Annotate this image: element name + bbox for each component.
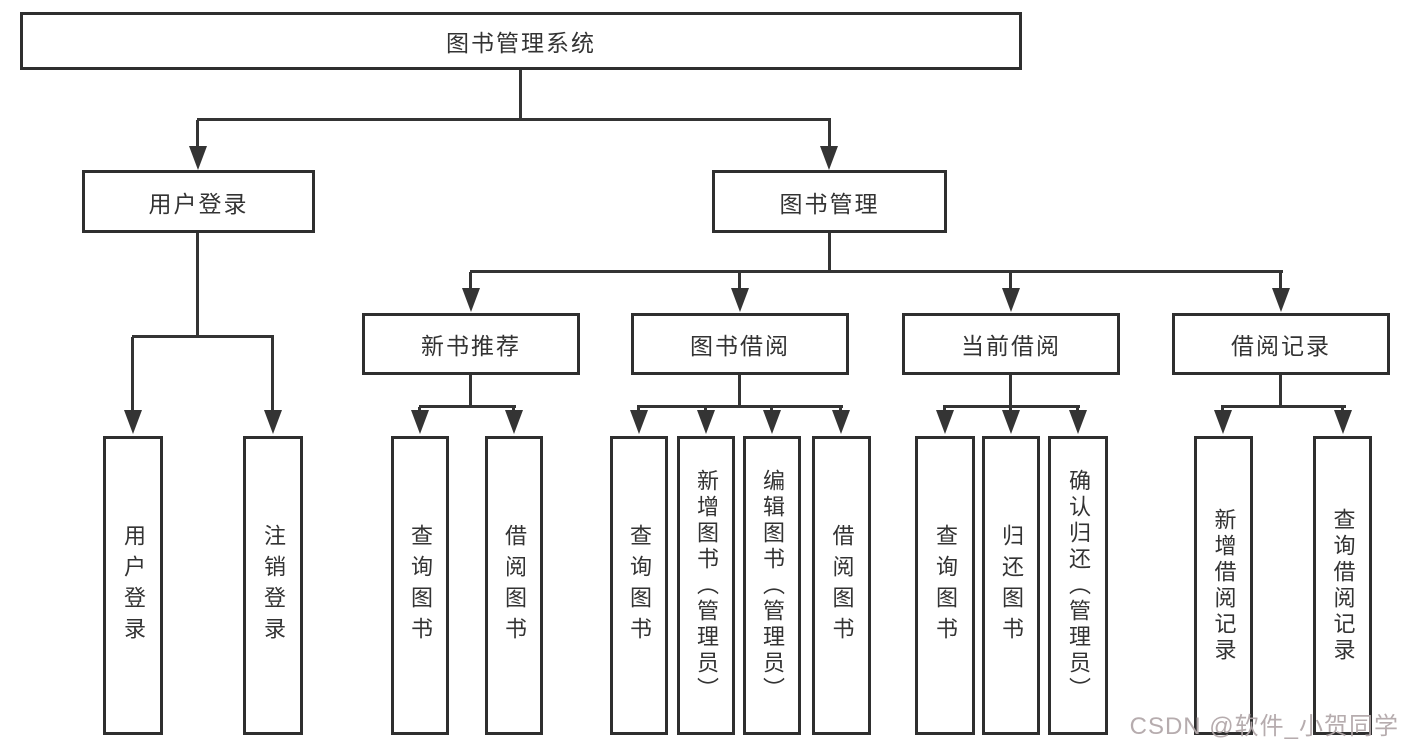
node-label: 图书借阅 [690,333,790,359]
leaf-label: 借阅图书 [829,523,855,648]
leaf-label: 确认归还（管理员） [1066,468,1091,703]
leaf-label: 查询图书 [627,523,652,648]
leaf-borrow-borrow-book: 借阅图书 [812,436,871,735]
connector-bus [943,405,1080,408]
leaf-recommend-borrow-book: 借阅图书 [485,436,543,735]
node-library-system: 图书管理系统 [20,12,1022,70]
leaf-label: 借阅图书 [502,523,527,648]
leaf-label: 编辑图书（管理员） [760,468,785,703]
arrowhead-icon [462,288,480,312]
arrowhead-icon [832,410,850,434]
node-user-login: 用户登录 [82,170,315,233]
arrowhead-icon [124,410,142,434]
connector-root-stem [519,70,522,120]
connector-stem [469,272,472,292]
arrowhead-icon [763,410,781,434]
connector-stem [1009,272,1012,292]
connector-stem [1279,375,1282,407]
node-book-borrow: 图书借阅 [631,313,849,375]
arrowhead-icon [1214,410,1232,434]
leaf-label: 注销登录 [261,523,286,648]
arrowhead-icon [820,146,838,170]
leaf-records-add-record: 新增借阅记录 [1194,436,1253,735]
node-label: 新书推荐 [421,333,521,359]
leaf-label: 归还图书 [999,523,1024,648]
leaf-recommend-query-book: 查询图书 [391,436,449,735]
connector-stem [196,120,199,150]
connector-stem [469,375,472,407]
leaf-label: 新增图书（管理员） [694,468,719,703]
connector-bus [132,335,274,338]
arrowhead-icon [1069,410,1087,434]
leaf-borrow-add-book-admin: 新增图书（管理员） [677,436,735,735]
node-new-book-recommend: 新书推荐 [362,313,580,375]
node-book-management: 图书管理 [712,170,947,233]
leaf-user-login: 用户登录 [103,436,163,735]
watermark-text: CSDN @软件_小贺同学 [1129,713,1399,740]
connector-bus [637,405,843,408]
node-borrow-records: 借阅记录 [1172,313,1390,375]
connector-stem [196,233,199,337]
node-label: 借阅记录 [1231,333,1331,359]
connector-stem [1009,375,1012,407]
node-label: 图书管理 [779,190,880,217]
connector-stem [738,272,741,292]
connector-stem [271,337,274,415]
arrowhead-icon [1272,288,1290,312]
arrowhead-icon [1002,410,1020,434]
arrowhead-icon [505,410,523,434]
arrowhead-icon [630,410,648,434]
connector-bus [419,405,516,408]
arrowhead-icon [936,410,954,434]
connector-stem [131,337,134,415]
arrowhead-icon [411,410,429,434]
arrowhead-icon [1334,410,1352,434]
connector-stem [828,120,831,150]
connector-bus [1221,405,1346,408]
leaf-label: 查询借阅记录 [1330,507,1356,664]
leaf-current-confirm-return-admin: 确认归还（管理员） [1048,436,1108,735]
leaf-current-return-book: 归还图书 [982,436,1040,735]
leaf-label: 查询图书 [408,523,433,648]
connector-level2-bus [197,118,831,121]
leaf-current-query-book: 查询图书 [915,436,975,735]
connector-stem [738,375,741,407]
connector-level3-bus [470,270,1283,273]
leaf-borrow-query-book: 查询图书 [610,436,668,735]
connector-stem [828,233,831,272]
arrowhead-icon [264,410,282,434]
leaf-label: 查询图书 [933,523,958,648]
leaf-borrow-edit-book-admin: 编辑图书（管理员） [743,436,801,735]
leaf-records-query-record: 查询借阅记录 [1313,436,1372,735]
node-label: 当前借阅 [961,333,1061,359]
node-current-borrow: 当前借阅 [902,313,1120,375]
arrowhead-icon [697,410,715,434]
leaf-label: 新增借阅记录 [1211,507,1237,664]
arrowhead-icon [1002,288,1020,312]
node-label: 图书管理系统 [446,30,596,56]
arrowhead-icon [189,146,207,170]
arrowhead-icon [731,288,749,312]
leaf-label: 用户登录 [121,523,146,648]
node-label: 用户登录 [148,190,249,217]
leaf-logout: 注销登录 [243,436,303,735]
connector-stem [1279,272,1282,292]
